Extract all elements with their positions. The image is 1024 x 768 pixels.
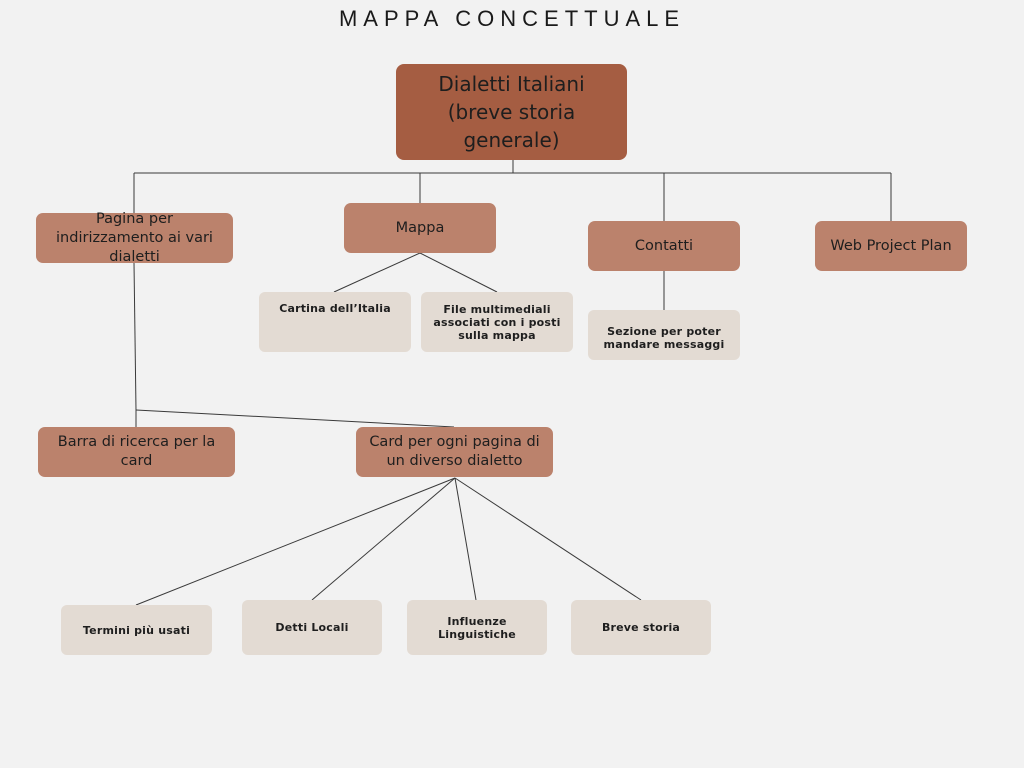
node-influenze-label: Influenze Linguistiche (438, 614, 516, 641)
node-sezione-messaggi: Sezione per poter mandare messaggi (588, 310, 740, 360)
node-cartina-label: Cartina dell’Italia (279, 302, 391, 315)
connector-line (454, 477, 642, 601)
node-sezione-messaggi-label: Sezione per poter mandare messaggi (603, 325, 725, 351)
connector-line (133, 262, 137, 411)
connector-line (135, 477, 456, 606)
node-barra-ricerca-label: Barra di ricerca per la card (57, 434, 216, 469)
node-breve-storia: Breve storia (571, 600, 711, 655)
node-cartina: Cartina dell’Italia (259, 292, 411, 352)
node-mappa-label: Mappa (395, 219, 445, 236)
connector-line (311, 477, 456, 601)
node-card-dialetto: Card per ogni pagina di un diverso diale… (356, 427, 553, 477)
node-breve-storia-label: Breve storia (601, 621, 681, 634)
node-contatti: Contatti (588, 221, 740, 271)
node-web-project-plan-label: Web Project Plan (830, 237, 952, 254)
page-title: MAPPA CONCETTUALE (338, 6, 686, 31)
node-card-dialetto-label: Card per ogni pagina di un diverso diale… (369, 434, 540, 469)
node-pagina-label: Pagina per indirizzamento ai vari dialet… (56, 210, 213, 265)
node-detti-locali-label: Detti Locali (275, 621, 349, 634)
root-node: Dialetti Italiani (breve storia generale… (396, 64, 627, 160)
node-detti-locali: Detti Locali (242, 600, 382, 655)
node-influenze: Influenze Linguistiche (407, 600, 547, 655)
connector-line (454, 477, 477, 601)
node-termini-label: Termini più usati (82, 623, 191, 637)
root-label: Dialetti Italiani (breve storia generale… (438, 72, 585, 152)
node-barra-ricerca: Barra di ricerca per la card (38, 427, 235, 477)
node-termini: Termini più usati (61, 605, 212, 655)
node-file-multimediali-label: File multimediali associati con i posti … (433, 302, 561, 342)
connector-line (419, 252, 498, 293)
node-mappa: Mappa (344, 203, 496, 253)
node-contatti-label: Contatti (634, 237, 694, 254)
connector-line (135, 409, 455, 428)
node-pagina: Pagina per indirizzamento ai vari dialet… (36, 211, 233, 265)
node-web-project-plan: Web Project Plan (815, 221, 967, 271)
connector-line (333, 252, 421, 293)
node-file-multimediali: File multimediali associati con i posti … (421, 292, 573, 352)
